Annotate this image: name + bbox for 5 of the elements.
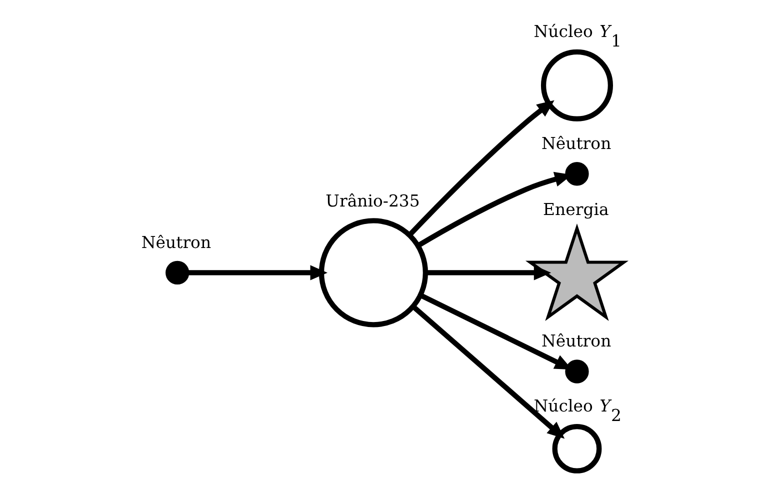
node-label: Nêutron [140,232,211,252]
node-label: Nêutron [540,134,611,153]
node-label: Energia [542,200,608,219]
node-label: Nêutron [540,332,611,351]
node-label: Urânio-235 [325,192,420,211]
